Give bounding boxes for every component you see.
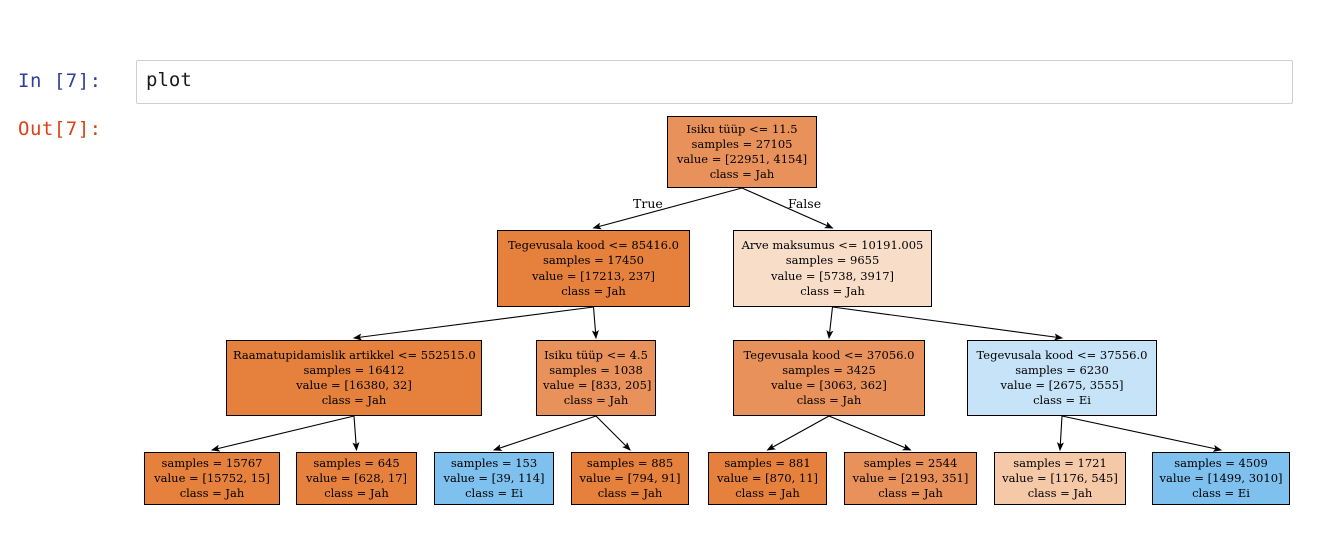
tree-node-samples: samples = 17450: [543, 253, 644, 268]
tree-edge: [210, 415, 355, 452]
code-input-text: plot: [146, 69, 192, 91]
tree-node-value: value = [833, 205]: [543, 378, 652, 392]
code-input-cell[interactable]: plot: [136, 60, 1293, 104]
tree-edge-label: True: [633, 196, 663, 211]
tree-edge: [1061, 415, 1223, 452]
in-prompt-label: In [7]:: [18, 70, 102, 92]
tree-edge: [766, 415, 830, 451]
tree-node-samples: samples = 27105: [691, 136, 793, 151]
tree-node-value: value = [870, 11]: [716, 470, 819, 485]
tree-node-class: class = Jah: [563, 393, 629, 408]
tree-node-value: value = [2675, 3555]: [1000, 378, 1124, 392]
tree-edge: [741, 187, 834, 229]
tree-node-samples: samples = 645: [313, 455, 400, 470]
tree-node-class: class = Ei: [1192, 486, 1250, 501]
tree-node-class: class = Ei: [465, 486, 523, 501]
tree-node-samples: samples = 1038: [549, 362, 643, 377]
tree-edge: [828, 415, 912, 451]
tree-edge: [591, 306, 599, 340]
tree-node-samples: samples = 885: [586, 455, 674, 470]
tree-node-value: value = [15752, 15]: [154, 470, 270, 485]
tree-node-samples: samples = 153: [450, 455, 538, 470]
tree-node-class: class = Jah: [735, 486, 800, 501]
tree-node-value: value = [1499, 3010]: [1159, 470, 1283, 485]
tree-node-value: value = [3063, 362]: [771, 378, 887, 392]
tree-node-condition: Isiku tüüp <= 11.5: [686, 121, 798, 136]
tree-node-condition: Isiku tüüp <= 4.5: [544, 347, 648, 362]
tree-edge: [492, 415, 597, 451]
tree-edge: [826, 306, 834, 340]
tree-node-value: value = [5738, 3917]: [770, 268, 894, 283]
tree-node-samples: samples = 9655: [785, 253, 880, 268]
tree-node-value: value = [22951, 4154]: [676, 152, 808, 166]
tree-node-condition: Tegevusala kood <= 37056.0: [743, 347, 915, 362]
tree-node-class: class = Jah: [709, 167, 775, 182]
tree-node-condition: Arve maksumus <= 10191.005: [741, 238, 924, 253]
tree-edge: [352, 415, 360, 452]
tree-node-class: class = Ei: [1033, 393, 1091, 408]
tree-edge: [1056, 415, 1064, 452]
tree-node-condition: Tegevusala kood <= 85416.0: [508, 238, 679, 253]
tree-edge: [592, 187, 743, 230]
tree-node-samples: samples = 15767: [161, 455, 263, 470]
tree-node-class: class = Jah: [597, 486, 663, 501]
tree-node-value: value = [39, 114]: [443, 470, 545, 485]
tree-edge: [832, 306, 1064, 341]
tree-node-value: value = [2193, 351]: [852, 470, 969, 485]
tree-node-class: class = Jah: [1027, 486, 1093, 501]
tree-node-class: class = Jah: [800, 283, 865, 298]
tree-node-class: class = Jah: [796, 393, 862, 408]
tree-node-class: class = Jah: [179, 486, 245, 501]
tree-node-class: class = Jah: [324, 486, 389, 501]
tree-node-class: class = Jah: [878, 486, 943, 501]
tree-node-samples: samples = 6230: [1015, 362, 1109, 377]
tree-node-class: class = Jah: [561, 283, 626, 298]
tree-node-samples: samples = 2544: [863, 455, 958, 470]
tree-node-class: class = Jah: [321, 393, 387, 408]
tree-node-samples: samples = 16412: [303, 362, 405, 377]
tree-node-value: value = [1176, 545]: [1002, 470, 1118, 485]
tree-node-samples: samples = 1721: [1013, 455, 1107, 470]
tree-node-samples: samples = 881: [724, 455, 811, 470]
tree-edge: [595, 415, 631, 451]
tree-node-condition: Tegevusala kood <= 37556.0: [976, 347, 1148, 362]
tree-edge-label: False: [788, 196, 822, 211]
tree-node-value: value = [628, 17]: [305, 470, 408, 485]
tree-node-value: value = [16380, 32]: [296, 378, 412, 392]
tree-node-samples: samples = 4509: [1174, 455, 1268, 470]
tree-node-samples: samples = 3425: [782, 362, 876, 377]
tree-node-value: value = [794, 91]: [579, 470, 681, 485]
tree-node-condition: Raamatupidamislik artikkel <= 552515.0: [233, 347, 476, 362]
tree-edge: [352, 306, 594, 341]
out-prompt-label: Out[7]:: [18, 118, 102, 140]
tree-node-value: value = [17213, 237]: [531, 268, 655, 283]
